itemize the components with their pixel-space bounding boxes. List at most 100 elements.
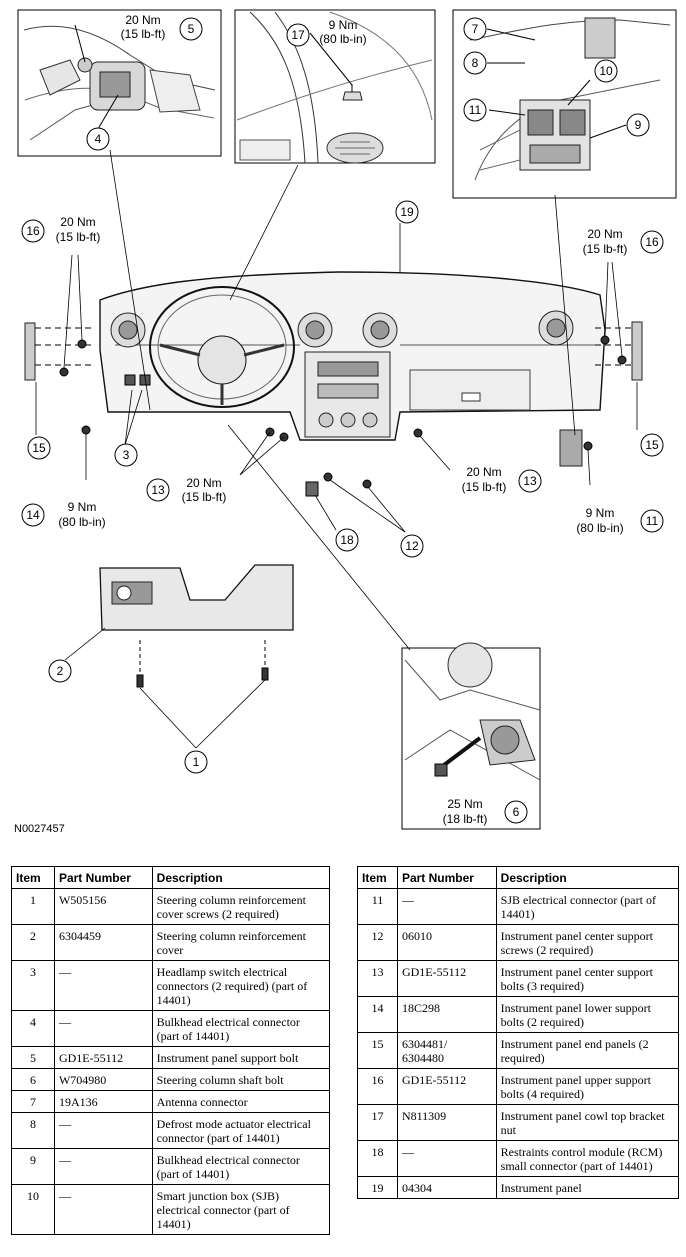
torque-11-nm: 9 Nm <box>586 506 615 520</box>
description-cell: Bulkhead electrical connector (part of 1… <box>151 1148 331 1185</box>
torque-16a-nm: 20 Nm <box>60 215 95 229</box>
callout-19: 19 <box>400 205 414 219</box>
description-cell: Antenna connector <box>151 1090 331 1113</box>
item-cell: 12 <box>357 924 398 961</box>
callout-2: 2 <box>57 664 64 678</box>
callout-12: 12 <box>405 539 419 553</box>
callout-13-right: 13 <box>523 474 537 488</box>
torque-17-lb: (80 lb-in) <box>319 32 366 46</box>
torque-11-lb: (80 lb-in) <box>576 521 623 535</box>
item-cell: 16 <box>357 1068 398 1105</box>
instrument-panel <box>99 271 606 467</box>
part-number-cell: GD1E-55112 <box>53 1046 153 1069</box>
leader-lines <box>35 149 638 749</box>
item-cell: 1 <box>11 888 55 925</box>
torque-6-nm: 25 Nm <box>447 797 482 811</box>
inset-cowl-bracket <box>234 9 436 164</box>
description-cell: Instrument panel lower support bolts (2 … <box>495 996 680 1033</box>
figure-id: N0027457 <box>14 823 65 835</box>
item-cell: 14 <box>357 996 398 1033</box>
item-cell: 7 <box>11 1090 55 1113</box>
part-number-cell: GD1E-55112 <box>396 1068 497 1105</box>
part-number-cell: W505156 <box>53 888 153 925</box>
callout-5: 5 <box>188 22 195 36</box>
torque-17-nm: 9 Nm <box>329 18 358 32</box>
part-number-cell: GD1E-55112 <box>396 960 497 997</box>
table-row: 9—Bulkhead electrical connector (part of… <box>11 1148 331 1185</box>
item-cell: 11 <box>357 888 398 925</box>
end-panels <box>24 321 643 381</box>
callout-16-left: 16 <box>26 224 40 238</box>
torque-14-nm: 9 Nm <box>68 500 97 514</box>
table-row: 4—Bulkhead electrical connector (part of… <box>11 1010 331 1047</box>
callout-16-right: 16 <box>645 235 659 249</box>
callout-9: 9 <box>635 118 642 132</box>
table-header-row: Item Part Number Description <box>357 866 680 889</box>
table-header-row: Item Part Number Description <box>11 866 331 889</box>
callout-7: 7 <box>472 22 479 36</box>
description-cell: Instrument panel center support bolts (3… <box>495 960 680 997</box>
callout-17: 17 <box>291 28 305 42</box>
part-number-cell: 6304481/ 6304480 <box>396 1032 497 1069</box>
torque-5-lb: (15 lb-ft) <box>121 27 166 41</box>
item-cell: 2 <box>11 924 55 961</box>
callout-6: 6 <box>513 805 520 819</box>
item-cell: 8 <box>11 1112 55 1149</box>
header-description: Description <box>151 866 331 889</box>
torque-16a-lb: (15 lb-ft) <box>56 230 101 244</box>
header-description: Description <box>495 866 680 889</box>
description-cell: Steering column reinforcement cover scre… <box>151 888 331 925</box>
description-cell: Instrument panel upper support bolts (4 … <box>495 1068 680 1105</box>
item-cell: 10 <box>11 1184 55 1235</box>
header-part-number: Part Number <box>396 866 497 889</box>
torque-14-lb: (80 lb-in) <box>58 515 105 529</box>
part-number-cell: — <box>53 1148 153 1185</box>
torque-13a-lb: (15 lb-ft) <box>182 490 227 504</box>
description-cell: Defrost mode actuator electrical connect… <box>151 1112 331 1149</box>
inset-steering-shaft <box>401 642 541 830</box>
callout-15-right: 15 <box>645 438 659 452</box>
description-cell: SJB electrical connector (part of 14401) <box>495 888 680 925</box>
callout-11-lower: 11 <box>646 514 659 528</box>
table-row: 10—Smart junction box (SJB) electrical c… <box>11 1184 331 1235</box>
part-number-cell: W704980 <box>53 1068 153 1091</box>
callout-10: 10 <box>599 64 613 78</box>
item-cell: 17 <box>357 1104 398 1141</box>
torque-6-lb: (18 lb-ft) <box>443 812 488 826</box>
description-cell: Instrument panel support bolt <box>151 1046 331 1069</box>
item-cell: 6 <box>11 1068 55 1091</box>
item-cell: 9 <box>11 1148 55 1185</box>
table-row: 8—Defrost mode actuator electrical conne… <box>11 1112 331 1149</box>
header-item: Item <box>357 866 398 889</box>
item-cell: 13 <box>357 960 398 997</box>
torque-16b-nm: 20 Nm <box>587 227 622 241</box>
part-number-cell: 18C298 <box>396 996 497 1033</box>
item-cell: 18 <box>357 1140 398 1177</box>
part-number-cell: — <box>396 1140 497 1177</box>
exploded-view-diagram: 4 5 17 7 8 10 11 9 16 19 16 15 3 15 13 1… <box>17 9 677 830</box>
description-cell: Steering column reinforcement cover <box>151 924 331 961</box>
callout-18: 18 <box>340 533 354 547</box>
callout-11: 11 <box>469 103 482 117</box>
torque-specs: 20 Nm (15 lb-ft) 9 Nm (80 lb-in) 20 Nm (… <box>56 13 628 826</box>
inset-bulkhead-connector <box>17 9 222 157</box>
item-cell: 5 <box>11 1046 55 1069</box>
part-number-cell: — <box>396 888 497 925</box>
part-number-cell: — <box>53 960 153 1011</box>
torque-13b-nm: 20 Nm <box>466 465 501 479</box>
callout-4: 4 <box>95 132 102 146</box>
description-cell: Instrument panel end panels (2 required) <box>495 1032 680 1069</box>
header-item: Item <box>11 866 55 889</box>
description-cell: Instrument panel <box>495 1176 680 1199</box>
callout-13-left: 13 <box>151 483 165 497</box>
description-cell: Restraints control module (RCM) small co… <box>495 1140 680 1177</box>
item-cell: 3 <box>11 960 55 1011</box>
